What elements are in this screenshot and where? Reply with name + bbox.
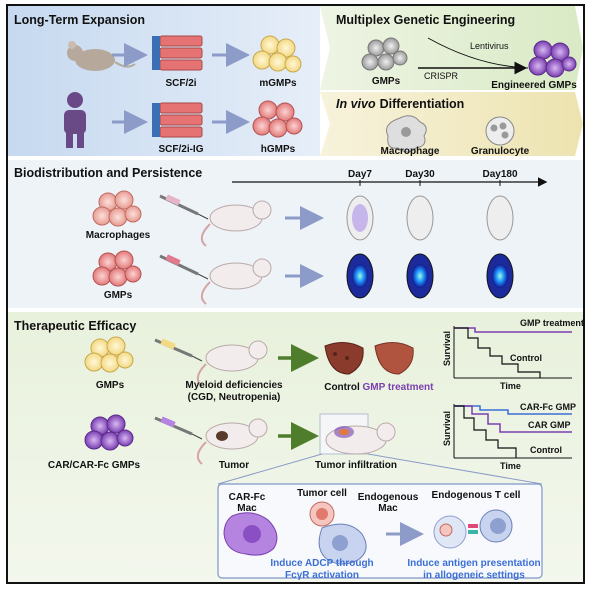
- mouse-silhouette-day180: [487, 196, 513, 240]
- bio-row1-label: Macrophages: [86, 230, 151, 241]
- granulocyte-icon: [486, 117, 514, 145]
- endo-mac-label-1: Endogenous: [358, 492, 419, 503]
- efficacy-row2-condition: Tumor: [219, 460, 249, 471]
- flask-stack-icon: [152, 103, 202, 137]
- differentiation-title-italic: In vivo: [336, 97, 376, 111]
- expansion-title: Long-Term Expansion: [14, 13, 145, 27]
- biodistribution-title: Biodistribution and Persistence: [14, 166, 202, 180]
- flask-stack-icon: [152, 36, 202, 70]
- chart2-series3-label: Control: [530, 445, 562, 455]
- engineering-source-label: GMPs: [372, 76, 401, 87]
- efficacy-row1-cells: GMPs: [96, 380, 125, 391]
- antigen-presenting-cell-icon: [434, 516, 466, 548]
- chart2-xlabel: Time: [500, 461, 521, 471]
- mouse-cells-label: mGMPs: [259, 78, 297, 89]
- bio-row2-label: GMPs: [104, 290, 133, 301]
- tumor-cell-label: Tumor cell: [297, 488, 347, 499]
- chart1-xlabel: Time: [500, 381, 521, 391]
- liver-control-label: Control: [324, 382, 360, 393]
- day7-label: Day7: [348, 169, 372, 180]
- adcp-text-1: Induce ADCP through: [270, 558, 373, 569]
- adcp-text-2: FcγR activation: [285, 570, 359, 581]
- liver-treated-label: GMP treatment: [363, 382, 435, 393]
- granulocyte-label: Granulocyte: [471, 146, 530, 157]
- antigen-text-1: Induce antigen presentation: [407, 558, 540, 569]
- luminescence-mouse-day180: [487, 254, 513, 298]
- day30-label: Day30: [405, 169, 435, 180]
- human-culture-label: SCF/2i-IG: [158, 144, 203, 155]
- tumor-cell-icon: [310, 502, 334, 526]
- chart2-series1-label: CAR-Fc GMP: [520, 402, 576, 412]
- endo-t-cell-label: Endogenous T cell: [432, 490, 521, 501]
- macrophage-label: Macrophage: [381, 146, 440, 157]
- differentiation-title: In vivo Differentiation: [336, 97, 464, 111]
- mouse-silhouette-day30: [407, 196, 433, 240]
- mouse-culture-label: SCF/2i: [165, 78, 196, 89]
- day180-label: Day180: [482, 169, 517, 180]
- efficacy-row1-condition-2: (CGD, Neutropenia): [188, 392, 281, 403]
- differentiation-title-rest: Differentiation: [380, 97, 465, 111]
- engineering-title: Multiplex Genetic Engineering: [336, 13, 515, 27]
- luminescence-mouse-day7: [347, 254, 373, 298]
- luminescence-mouse-day30: [407, 254, 433, 298]
- efficacy-row2-result: Tumor infiltration: [315, 460, 397, 471]
- efficacy-title: Therapeutic Efficacy: [14, 319, 136, 333]
- efficacy-row2-cells: CAR/CAR-Fc GMPs: [48, 460, 141, 471]
- endo-mac-label-2: Mac: [378, 503, 398, 514]
- chart1-series1-label: GMP treatment: [520, 318, 584, 328]
- lentivirus-label: Lentivirus: [470, 41, 509, 51]
- chart1-ylabel: Survival: [442, 331, 452, 366]
- efficacy-row1-condition-1: Myeloid deficiencies: [185, 380, 283, 391]
- chart1-series2-label: Control: [510, 353, 542, 363]
- mouse-silhouette-day7: [347, 196, 373, 240]
- chart2-series2-label: CAR GMP: [528, 420, 571, 430]
- crispr-label: CRISPR: [424, 71, 459, 81]
- human-cells-label: hGMPs: [261, 144, 296, 155]
- engineering-result-label: Engineered GMPs: [491, 80, 577, 91]
- antigen-text-2: in allogeneic settings: [423, 570, 525, 581]
- chart2-ylabel: Survival: [442, 411, 452, 446]
- car-fc-mac-label-1: CAR-Fc: [229, 492, 266, 503]
